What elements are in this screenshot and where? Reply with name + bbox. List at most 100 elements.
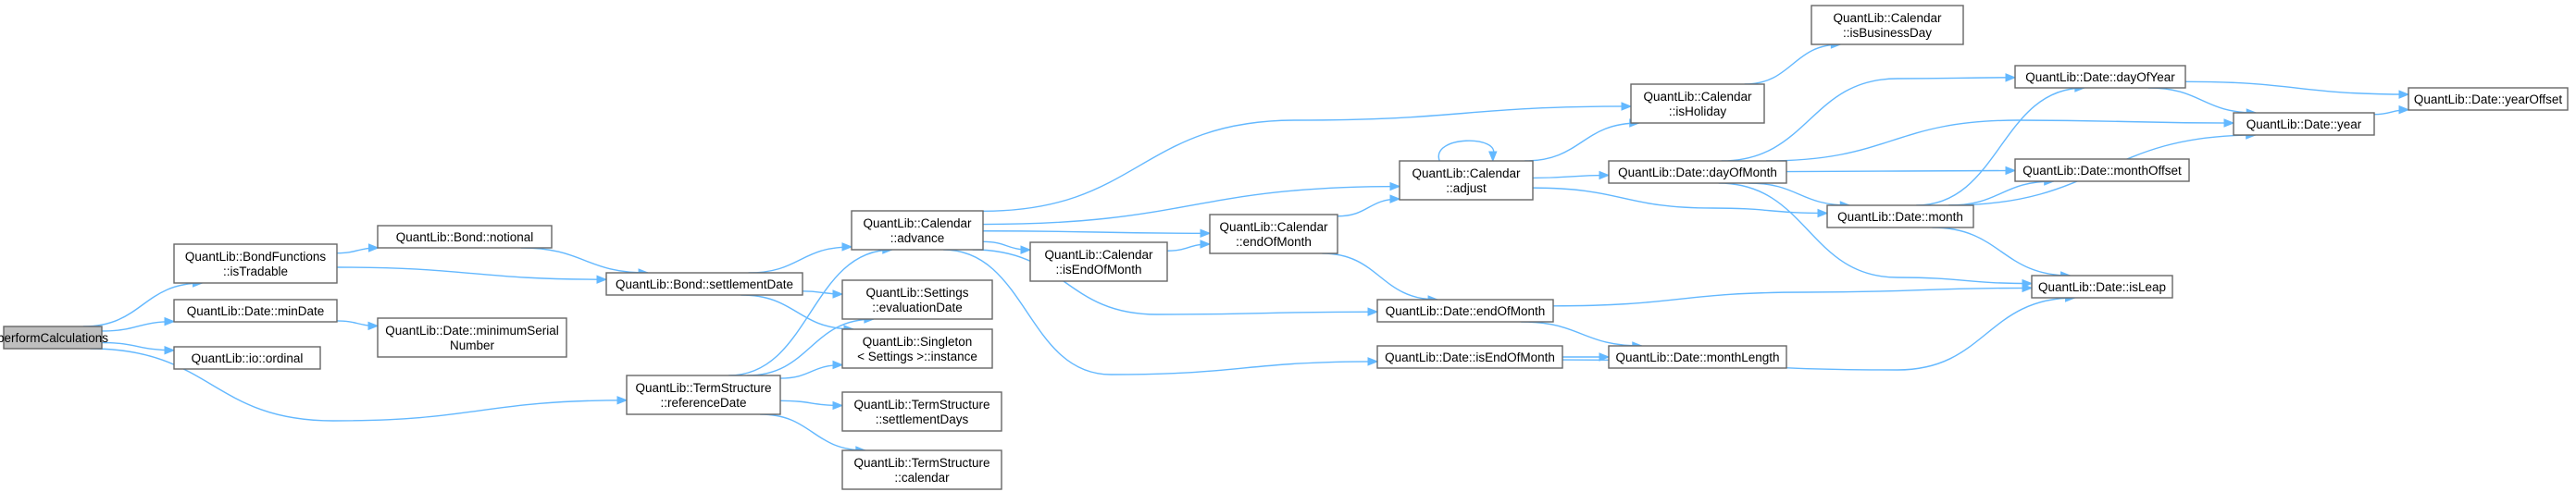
edge-advance-to-date-is-eom [943,249,1379,375]
node-label-line: QuantLib::TermStructure [853,456,989,470]
edge-line [1721,77,2016,162]
node-box [605,272,803,296]
nodes-layer: performCalculations QuantLib::BondFunctio… [0,5,2569,490]
node-is-leap[interactable]: QuantLib::Date::isLeap [2031,275,2173,299]
edge-arrowhead [1488,151,1498,163]
node-box [1376,299,1554,323]
edge-month-to-day-of-year [1916,83,2086,206]
edge-arrowhead [2005,166,2017,176]
node-ts-calendar[interactable]: QuantLib::TermStructure::calendar [841,449,1002,490]
edge-ref-date-to-instance [779,360,844,379]
node-instance[interactable]: QuantLib::Singleton< Settings >::instanc… [841,328,993,369]
node-box [1029,241,1168,282]
node-month[interactable]: QuantLib::Date::month [1826,204,1974,228]
node-day-of-year[interactable]: QuantLib::Date::dayOfYear [2014,65,2186,89]
node-label-line: ::isHoliday [1669,105,1727,118]
node-cal-eom[interactable]: QuantLib::Calendar::endOfMonth [1209,214,1338,254]
node-cal-is-eom[interactable]: QuantLib::Calendar::isEndOfMonth [1029,241,1168,282]
node-box [1376,345,1563,369]
edge-arrowhead [2005,73,2017,82]
node-label-line: QuantLib::io::ordinal [192,351,304,365]
edge-line [1532,187,1828,215]
node-is-business-day[interactable]: QuantLib::Calendar::isBusinessDay [1811,5,1964,45]
node-label-line: ::advance [890,231,945,245]
node-label-line: ::calendar [894,471,950,485]
edge-arrowhead [1020,245,1032,254]
node-date-is-eom[interactable]: QuantLib::Date::isEndOfMonth [1376,345,1563,369]
node-eval-date[interactable]: QuantLib::Settings::evaluationDate [841,279,993,320]
node-month-offset[interactable]: QuantLib::Date::monthOffset [2014,158,2190,182]
node-box [1826,204,1974,228]
node-perform-calculations: performCalculations [0,326,108,350]
node-year[interactable]: QuantLib::Date::year [2233,112,2375,136]
edge-is-tradable-to-notional [336,243,380,254]
edge-arrowhead [2223,118,2235,128]
node-box [841,328,993,369]
edge-arrowhead [1200,228,1212,239]
edge-line [1532,174,1610,179]
node-box [1209,214,1338,254]
edge-arrowhead [164,316,176,326]
edge-arrowhead [832,360,844,370]
node-ref-date[interactable]: QuantLib::TermStructure::referenceDate [626,375,781,415]
node-day-of-month[interactable]: QuantLib::Date::dayOfMonth [1608,160,1787,184]
node-box [626,375,781,415]
edge-day-of-month-to-is-leap [1718,182,2034,289]
edge-arrowhead [832,289,844,299]
node-label-line: ::referenceDate [660,396,746,410]
node-month-length[interactable]: QuantLib::Date::monthLength [1608,345,1787,369]
edge-line [1524,122,1639,162]
edge-arrowhead [1389,181,1401,191]
edge-arrowhead [1817,208,1829,218]
node-ordinal[interactable]: QuantLib::io::ordinal [173,346,321,370]
node-box [173,243,338,284]
edge-arrowhead [841,242,853,252]
edge-arrowhead [1367,307,1379,316]
edge-line [1932,227,2071,277]
node-box [841,391,1002,432]
node-date-eom[interactable]: QuantLib::Date::endOfMonth [1376,299,1554,323]
node-box [841,449,1002,490]
node-label-line: QuantLib::Calendar [1412,166,1521,180]
node-label-line: QuantLib::Bond::settlementDate [616,277,793,291]
edge-line [982,185,1400,226]
edge-line [748,246,852,274]
node-advance[interactable]: QuantLib::Calendar::advance [851,210,984,251]
node-label-line: QuantLib::Date::yearOffset [2414,92,2563,106]
edge-perform-calculations-to-ordinal [101,341,176,355]
edge-day-of-year-to-year-offset [2184,80,2410,99]
node-box [1811,5,1964,45]
node-bond-settle[interactable]: QuantLib::Bond::settlementDate [605,272,803,296]
node-label-line: QuantLib::BondFunctions [185,250,327,264]
node-box [851,210,984,251]
node-is-holiday[interactable]: QuantLib::Calendar::isHoliday [1630,83,1765,124]
node-is-tradable[interactable]: QuantLib::BondFunctions::isTradable [173,243,338,284]
node-box [2031,275,2173,299]
edge-line [747,318,874,376]
edge-line [1786,169,2016,173]
edge-cal-is-eom-to-cal-eom [1166,240,1212,252]
node-box [1399,160,1534,201]
edge-perform-calculations-to-ref-date [90,348,628,422]
edge-arrowhead [1599,170,1611,180]
node-box [173,346,321,370]
edge-arrowhead [1599,352,1611,362]
node-label-line: ::isBusinessDay [1843,26,1932,40]
edge-cal-eom-to-date-eom [1322,252,1439,304]
edge-line [101,341,175,351]
edge-min-date-to-min-serial [336,320,380,331]
node-notional[interactable]: QuantLib::Bond::notional [377,225,553,249]
edge-arrowhead [367,321,380,331]
node-label-line: QuantLib::Date::monthLength [1615,351,1779,364]
edge-date-eom-to-is-leap [1552,283,2034,307]
edge-adjust-to-is-holiday [1524,118,1641,162]
node-adjust[interactable]: QuantLib::Calendar::adjust [1399,160,1534,201]
node-year-offset[interactable]: QuantLib::Date::yearOffset [2408,87,2569,111]
node-min-date[interactable]: QuantLib::Date::minDate [173,299,338,323]
edge-arrowhead [1200,240,1212,249]
node-label-line: ::endOfMonth [1236,235,1312,249]
edge-line [1748,182,1850,206]
node-ts-settle-days[interactable]: QuantLib::TermStructure::settlementDays [841,391,1002,432]
node-box [2014,65,2186,89]
